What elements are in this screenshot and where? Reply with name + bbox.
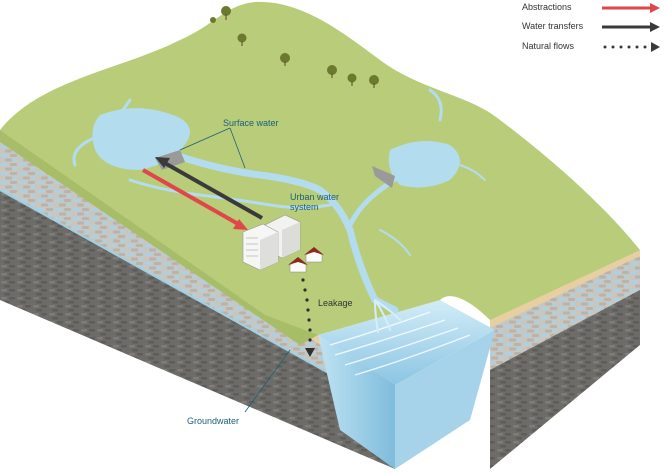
groundwater-label: Groundwater [187, 416, 240, 426]
reservoirs [92, 108, 460, 188]
leakage-arrow [301, 278, 315, 357]
trees [210, 6, 379, 88]
right-cross-section [490, 250, 640, 469]
grass-surface [0, 1, 640, 345]
sea-bay [318, 300, 495, 469]
water-transfer-arrow [155, 157, 263, 220]
legend-water-transfers-arrow [602, 22, 660, 32]
legend-natural-flows: Natural flows [522, 41, 662, 53]
legend-natural-flows-label: Natural flows [522, 41, 575, 51]
legend-abstractions: Abstractions [522, 2, 662, 14]
leakage-label: Leakage [318, 298, 353, 308]
surface-water-label: Surface water [223, 118, 279, 128]
urban-buildings [242, 214, 324, 273]
abstraction-arrow [142, 168, 248, 230]
label-leaders [179, 127, 291, 413]
urban-water-system-label-line1: Urban water [290, 192, 340, 202]
legend-natural-flows-arrow [603, 42, 660, 52]
legend-abstractions-label: Abstractions [522, 2, 572, 12]
legend-abstractions-arrow [602, 3, 660, 13]
houses [288, 247, 324, 273]
legend-water-transfers-label: Water transfers [522, 21, 584, 31]
legend-water-transfers: Water transfers [522, 21, 662, 33]
urban-water-system-label-line2: system [290, 202, 319, 212]
